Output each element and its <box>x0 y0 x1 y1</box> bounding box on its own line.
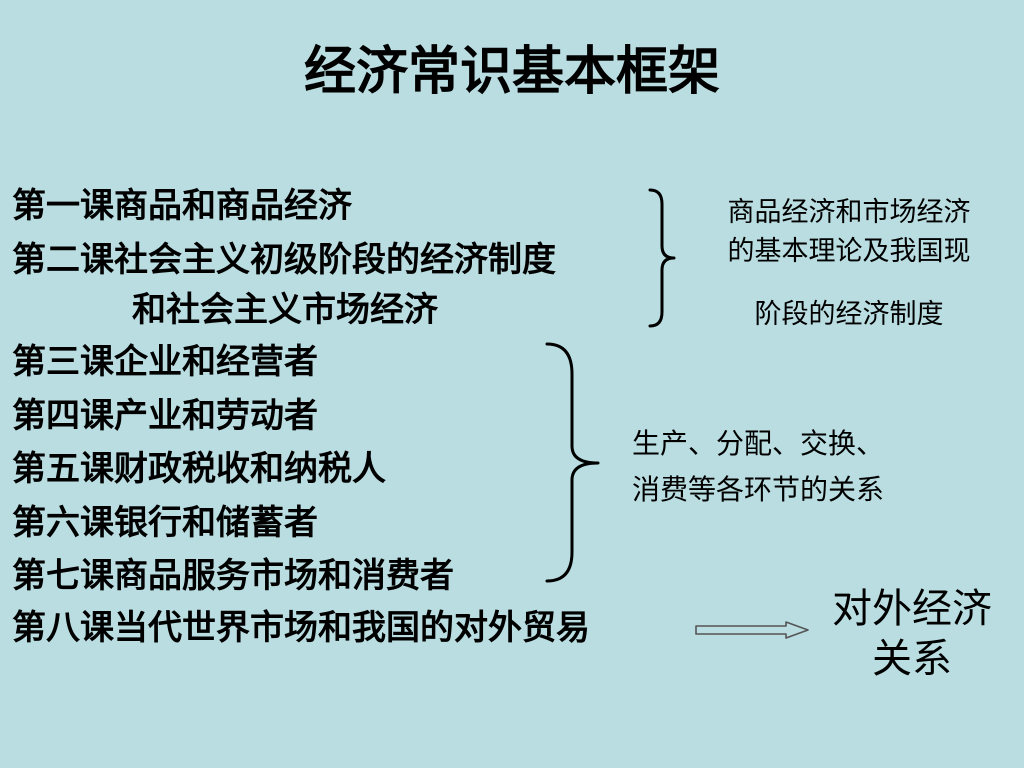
lesson-6: 第六课银行和储蓄者 <box>12 503 318 543</box>
lesson-8: 第八课当代世界市场和我国的对外贸易 <box>12 608 590 648</box>
brace-group-2 <box>545 342 600 583</box>
lesson-2-continuation: 和社会主义市场经济 <box>132 290 438 330</box>
group2-note-line-2: 消费等各环节的关系 <box>632 473 885 506</box>
brace-group-1 <box>648 188 676 328</box>
slide-title: 经济常识基本框架 <box>303 41 720 102</box>
group1-note-line-3: 阶段的经济制度 <box>754 299 944 330</box>
group1-note-line-1: 商品经济和市场经济 <box>727 197 971 228</box>
lesson-7: 第七课商品服务市场和消费者 <box>12 556 454 596</box>
lesson-2: 第二课社会主义初级阶段的经济制度 <box>12 240 556 280</box>
lesson-5: 第五课财政税收和纳税人 <box>12 449 386 489</box>
lesson-1: 第一课商品和商品经济 <box>12 186 352 226</box>
group3-note-line-2: 关系 <box>872 636 952 682</box>
lesson-3: 第三课企业和经营者 <box>12 342 318 382</box>
group1-note-line-2: 的基本理论及我国现 <box>727 236 971 267</box>
group3-note-line-1: 对外经济 <box>832 586 992 632</box>
group2-note-line-1: 生产、分配、交换、 <box>632 427 885 460</box>
arrow-group-3 <box>695 621 809 639</box>
lesson-4: 第四课产业和劳动者 <box>12 396 318 436</box>
